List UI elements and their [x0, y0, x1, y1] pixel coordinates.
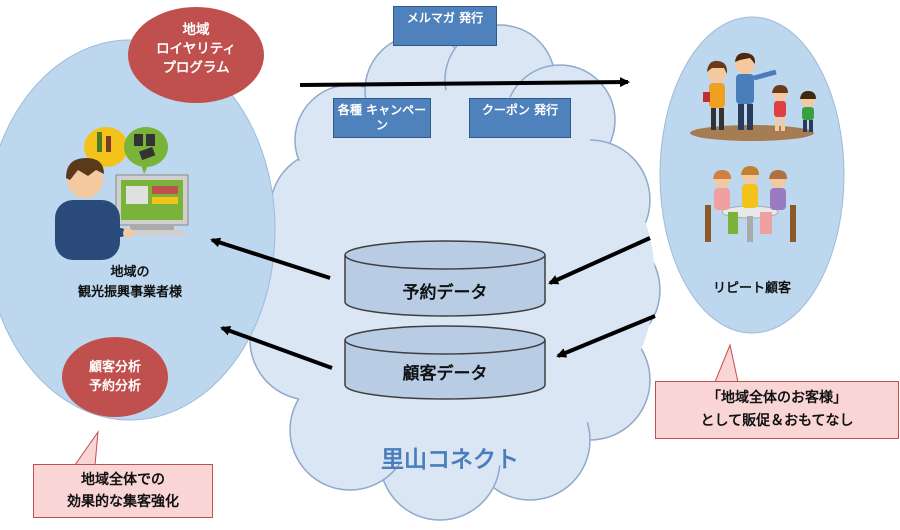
reservation-data-label: 予約データ [402, 283, 488, 303]
satoyama-connect-title: 里山コネクト [381, 447, 519, 473]
dining-group-illustration [705, 166, 796, 242]
customer-data-label: 顧客データ [402, 364, 488, 384]
loyalty-program-bubble: 地域 ロイヤリティ プログラム [128, 7, 264, 103]
left-callout-text: 地域全体での 効果的な集客強化 [67, 472, 179, 510]
arrow-customers-to-reservation [548, 236, 651, 285]
business-person-illustration [55, 127, 189, 260]
customer-database [344, 325, 546, 400]
reservation-database [344, 240, 546, 317]
left-callout-pointer [74, 430, 99, 466]
arrow-customer-to-business [220, 326, 333, 370]
campaign-banner: 各種 キャンペーン [333, 98, 431, 138]
left-callout: 地域全体での 効果的な集客強化 [33, 464, 213, 518]
arrow-customers-to-customerdata [556, 314, 656, 358]
loyalty-program-label: 地域 ロイヤリティ プログラム [156, 22, 236, 76]
arrow-to-customers [299, 77, 630, 88]
family-illustration [690, 52, 816, 141]
right-callout-pointer [714, 343, 739, 383]
repeat-customer-label: リピート顧客 [712, 281, 791, 296]
analysis-label: 顧客分析 予約分析 [88, 360, 141, 394]
right-callout-text: 「地域全体のお客様」 として販促＆おもてなし [700, 390, 854, 429]
analysis-bubble: 顧客分析 予約分析 [62, 337, 168, 417]
arrow-reservation-to-business [210, 237, 331, 280]
coupon-banner: クーポン 発行 [469, 98, 571, 138]
business-label: 地域の 観光振興事業者様 [77, 265, 182, 300]
right-callout: 「地域全体のお客様」 として販促＆おもてなし [655, 381, 899, 439]
mailmag-banner: メルマガ 発行 [393, 6, 497, 46]
